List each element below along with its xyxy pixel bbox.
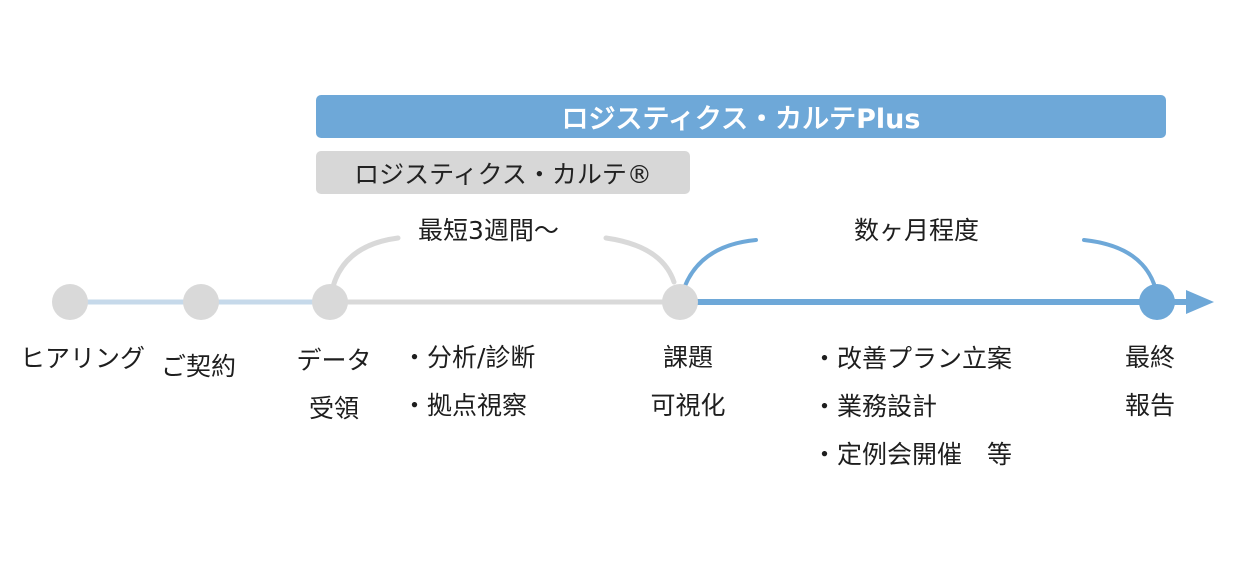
step-visualize: 課題 可視化 xyxy=(650,334,725,430)
step-data-receipt-line-2: 受領 xyxy=(308,394,360,423)
node-data-receipt xyxy=(312,284,348,320)
logistics-karte-plus-bar: ロジスティクス・カルテPlus xyxy=(316,95,1166,138)
step-analysis-line-1: ・分析/診断 xyxy=(402,343,536,372)
short-phase-label: 最短3週間～ xyxy=(418,216,559,245)
short-phase-arc-right xyxy=(603,235,677,285)
step-final-line-1: 最終 xyxy=(1124,343,1176,372)
step-visualize-line-1: 課題 xyxy=(662,343,714,372)
node-hearing xyxy=(52,284,88,320)
step-improve-line-2: ・業務設計 xyxy=(812,392,938,421)
step-final: 最終 報告 xyxy=(1125,334,1175,430)
logistics-karte-plus-label: ロジスティクス・カルテPlus xyxy=(561,104,921,135)
step-data-receipt-line-1: データ xyxy=(296,346,372,375)
step-contract: ご契約 xyxy=(161,352,237,381)
logistics-karte-label: ロジスティクス・カルテ® xyxy=(354,159,652,189)
step-analysis: ・分析/診断 ・拠点視察 xyxy=(402,334,535,430)
logistics-karte-bar: ロジスティクス・カルテ® xyxy=(316,151,690,194)
timeline-arrow-head xyxy=(1186,290,1214,314)
node-contract xyxy=(183,284,219,320)
step-visualize-line-2: 可視化 xyxy=(650,391,726,420)
step-improve-line-1: ・改善プラン立案 xyxy=(812,344,1013,373)
step-final-line-2: 報告 xyxy=(1124,391,1176,420)
step-data-receipt: データ 受領 xyxy=(296,337,371,433)
long-phase-label: 数ヶ月程度 xyxy=(854,216,980,245)
node-final xyxy=(1139,284,1175,320)
node-visualize xyxy=(662,284,698,320)
step-improve: ・改善プラン立案 ・業務設計 ・定例会開催 等 xyxy=(812,335,1012,479)
step-hearing: ヒアリング xyxy=(20,344,146,373)
step-analysis-line-2: ・拠点視察 xyxy=(402,391,528,420)
step-improve-line-3: ・定例会開催 等 xyxy=(812,440,1013,469)
long-phase-arc-right xyxy=(1082,238,1156,286)
